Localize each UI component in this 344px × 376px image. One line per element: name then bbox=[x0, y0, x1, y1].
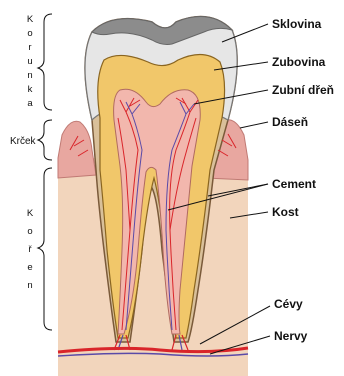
label-dasen: Dáseň bbox=[272, 115, 308, 129]
label-dren: Zubní dřeň bbox=[272, 83, 334, 97]
svg-text:n: n bbox=[27, 280, 32, 291]
label-cement: Cement bbox=[272, 177, 316, 191]
svg-text:K: K bbox=[27, 14, 34, 25]
label-cevy: Cévy bbox=[274, 297, 303, 311]
gum-left bbox=[58, 121, 96, 178]
svg-text:k: k bbox=[28, 84, 33, 95]
svg-text:o: o bbox=[27, 28, 32, 39]
bracket-koren bbox=[38, 168, 52, 330]
svg-text:ř: ř bbox=[28, 244, 32, 255]
label-krcek: Krček bbox=[10, 136, 37, 147]
label-korunka: K o r u n k a bbox=[27, 14, 34, 109]
label-koren: K o ř e n bbox=[27, 208, 34, 291]
svg-text:u: u bbox=[27, 56, 32, 67]
label-sklovina: Sklovina bbox=[272, 17, 322, 31]
label-zubovina: Zubovina bbox=[272, 55, 326, 69]
svg-text:n: n bbox=[27, 70, 32, 81]
svg-text:e: e bbox=[27, 262, 32, 273]
svg-text:a: a bbox=[27, 98, 33, 109]
label-nervy: Nervy bbox=[274, 329, 308, 343]
bracket-korunka bbox=[38, 14, 52, 110]
svg-text:r: r bbox=[28, 42, 31, 53]
bracket-krcek bbox=[38, 120, 52, 160]
svg-text:o: o bbox=[27, 226, 32, 237]
label-kost: Kost bbox=[272, 205, 299, 219]
svg-text:K: K bbox=[27, 208, 34, 219]
